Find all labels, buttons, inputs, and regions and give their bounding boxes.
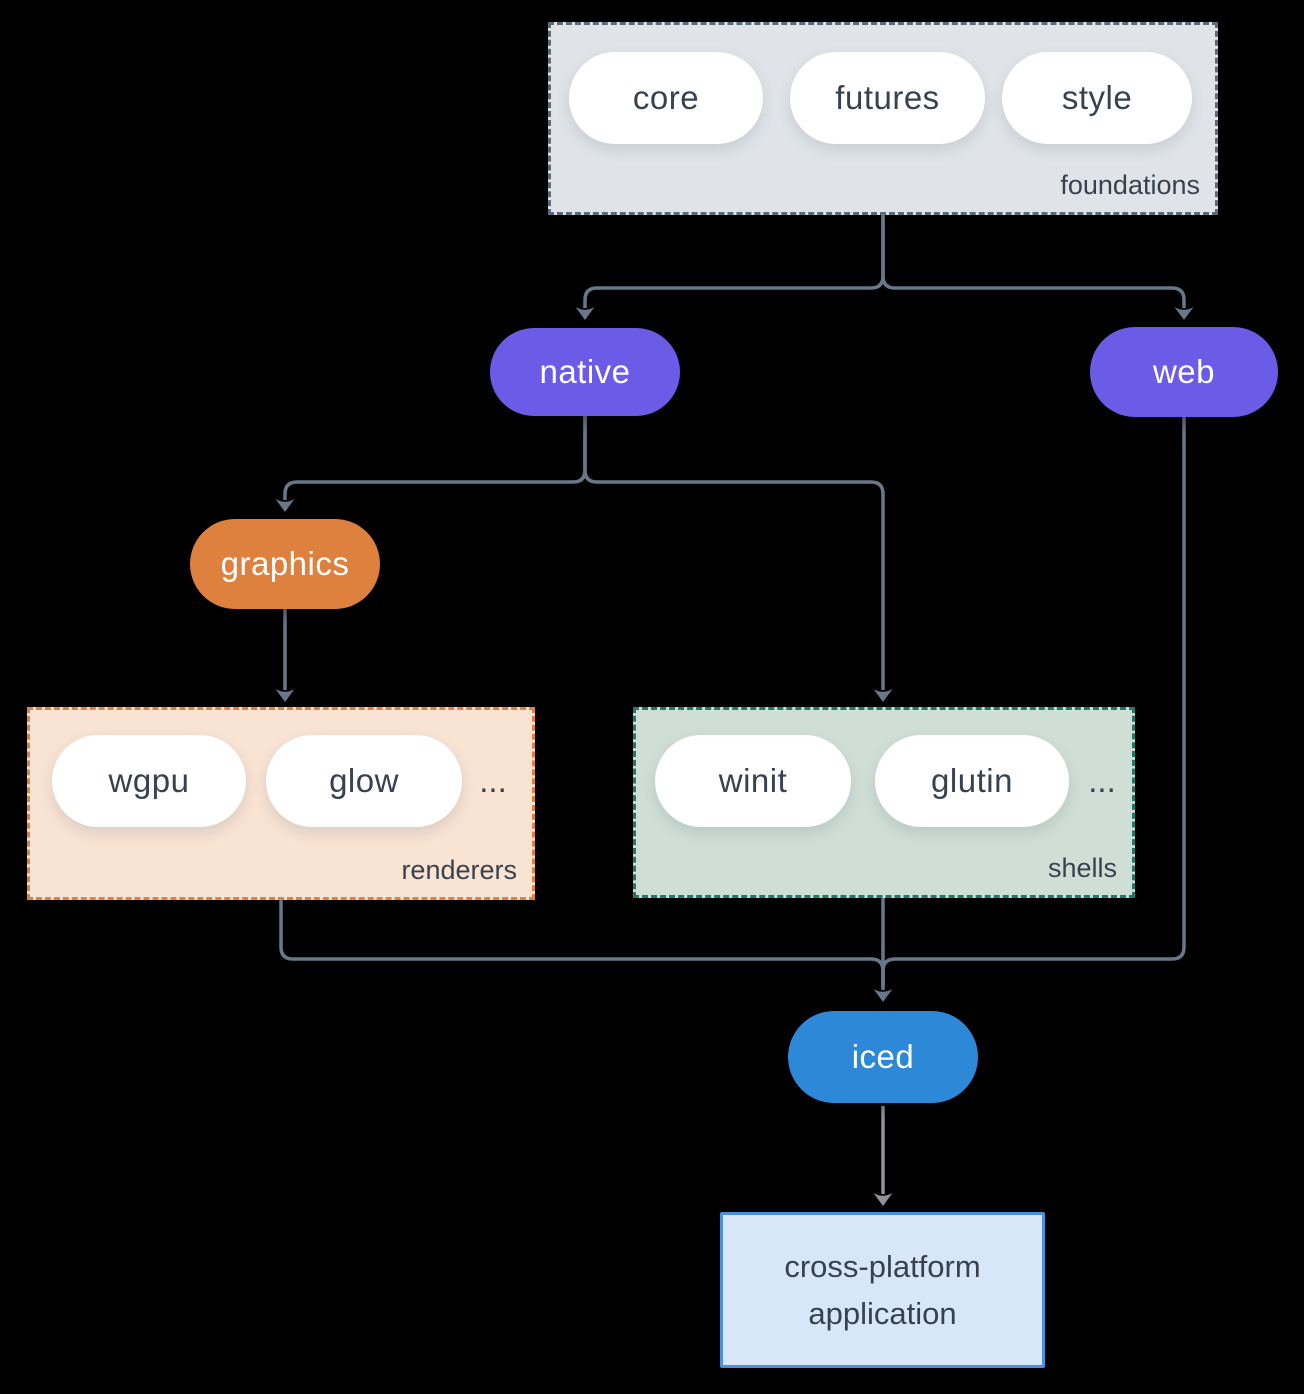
- edge-foundations-web: [881, 215, 1186, 308]
- group-label-foundations: foundations: [1060, 170, 1200, 200]
- node-web: web: [1090, 327, 1278, 417]
- pill-core: core: [569, 52, 763, 144]
- edge-web-iced: [881, 417, 1186, 986]
- arrowhead-shells: [873, 689, 893, 702]
- arrowhead-web: [1174, 307, 1194, 320]
- app-box-line1: cross-platform: [784, 1249, 981, 1284]
- ellipsis-renderers: ...: [479, 762, 507, 799]
- edge-native-graphics: [283, 416, 587, 500]
- group-label-renderers: renderers: [401, 855, 517, 885]
- pill-glow: glow: [266, 735, 462, 827]
- group-label-shells: shells: [1047, 853, 1117, 883]
- pill-futures: futures: [790, 52, 985, 144]
- node-iced: iced: [788, 1011, 978, 1103]
- arrowhead-renderers: [275, 689, 295, 702]
- arrowhead-iced: [873, 989, 893, 1002]
- pill-glutin: glutin: [875, 735, 1069, 827]
- node-graphics: graphics: [190, 519, 380, 609]
- app-box: cross-platform application: [720, 1212, 1045, 1368]
- pill-wgpu: wgpu: [52, 735, 246, 827]
- edge-renderers-iced: [279, 900, 885, 986]
- arrowhead-graphics: [275, 499, 295, 512]
- pill-style: style: [1002, 52, 1192, 144]
- ellipsis-shells: ...: [1088, 762, 1116, 799]
- edge-native-shells: [583, 416, 885, 690]
- arrowhead-native: [575, 307, 595, 320]
- edge-foundations-native: [583, 215, 885, 308]
- arrowhead-application: [873, 1193, 893, 1206]
- app-box-line2: application: [808, 1296, 957, 1331]
- pill-winit: winit: [655, 735, 851, 827]
- node-native: native: [490, 328, 680, 416]
